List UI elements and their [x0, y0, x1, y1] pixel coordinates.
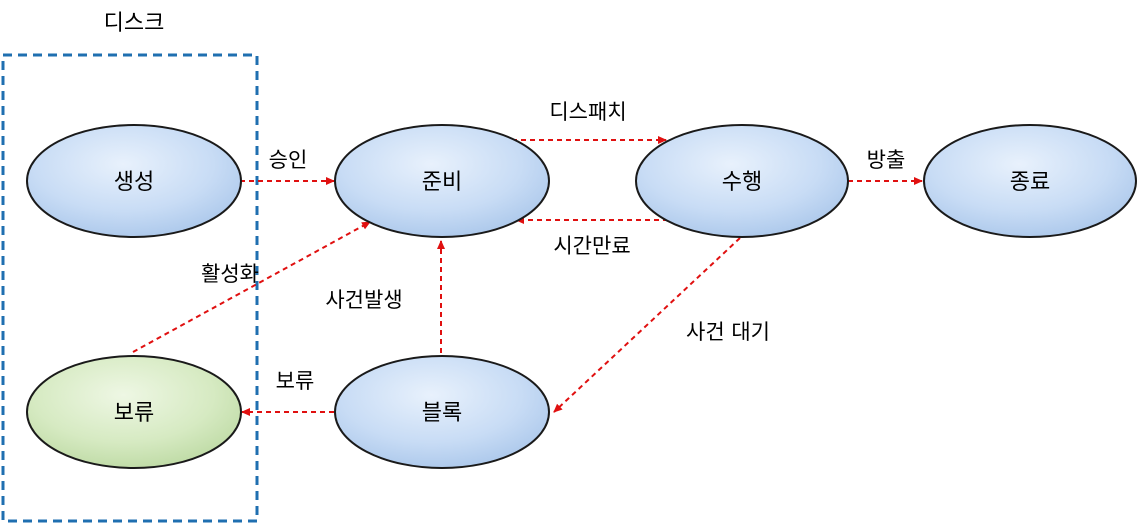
- state-ready-label: 준비: [422, 170, 462, 195]
- state-terminated-label: 종료: [1010, 170, 1050, 195]
- activate-arrow: [132, 221, 371, 353]
- wait-label: 사건 대기: [686, 320, 770, 344]
- wakeup-label: 사건발생: [325, 288, 402, 312]
- state-ready: 준비: [334, 124, 550, 238]
- state-create-label: 생성: [114, 170, 154, 195]
- state-create: 생성: [26, 124, 242, 238]
- wait-arrow: [553, 237, 741, 413]
- state-running-label: 수행: [722, 170, 762, 195]
- dispatch-label: 디스패치: [549, 100, 626, 124]
- state-blocked-label: 블록: [422, 401, 462, 426]
- activate-label: 활성화: [201, 262, 259, 286]
- admit-label: 승인: [269, 148, 308, 172]
- exit-label: 방출: [867, 148, 906, 172]
- state-running: 수행: [635, 124, 849, 238]
- disk-region-label: 디스크: [104, 11, 165, 36]
- state-suspended-label: 보류: [114, 401, 154, 426]
- timeout-label: 시간만료: [553, 234, 630, 258]
- state-blocked: 블록: [334, 355, 550, 469]
- suspend-label: 보류: [276, 369, 315, 393]
- disk-region: [1, 53, 259, 523]
- state-terminated: 종료: [923, 124, 1137, 238]
- state-suspended: 보류: [26, 355, 242, 469]
